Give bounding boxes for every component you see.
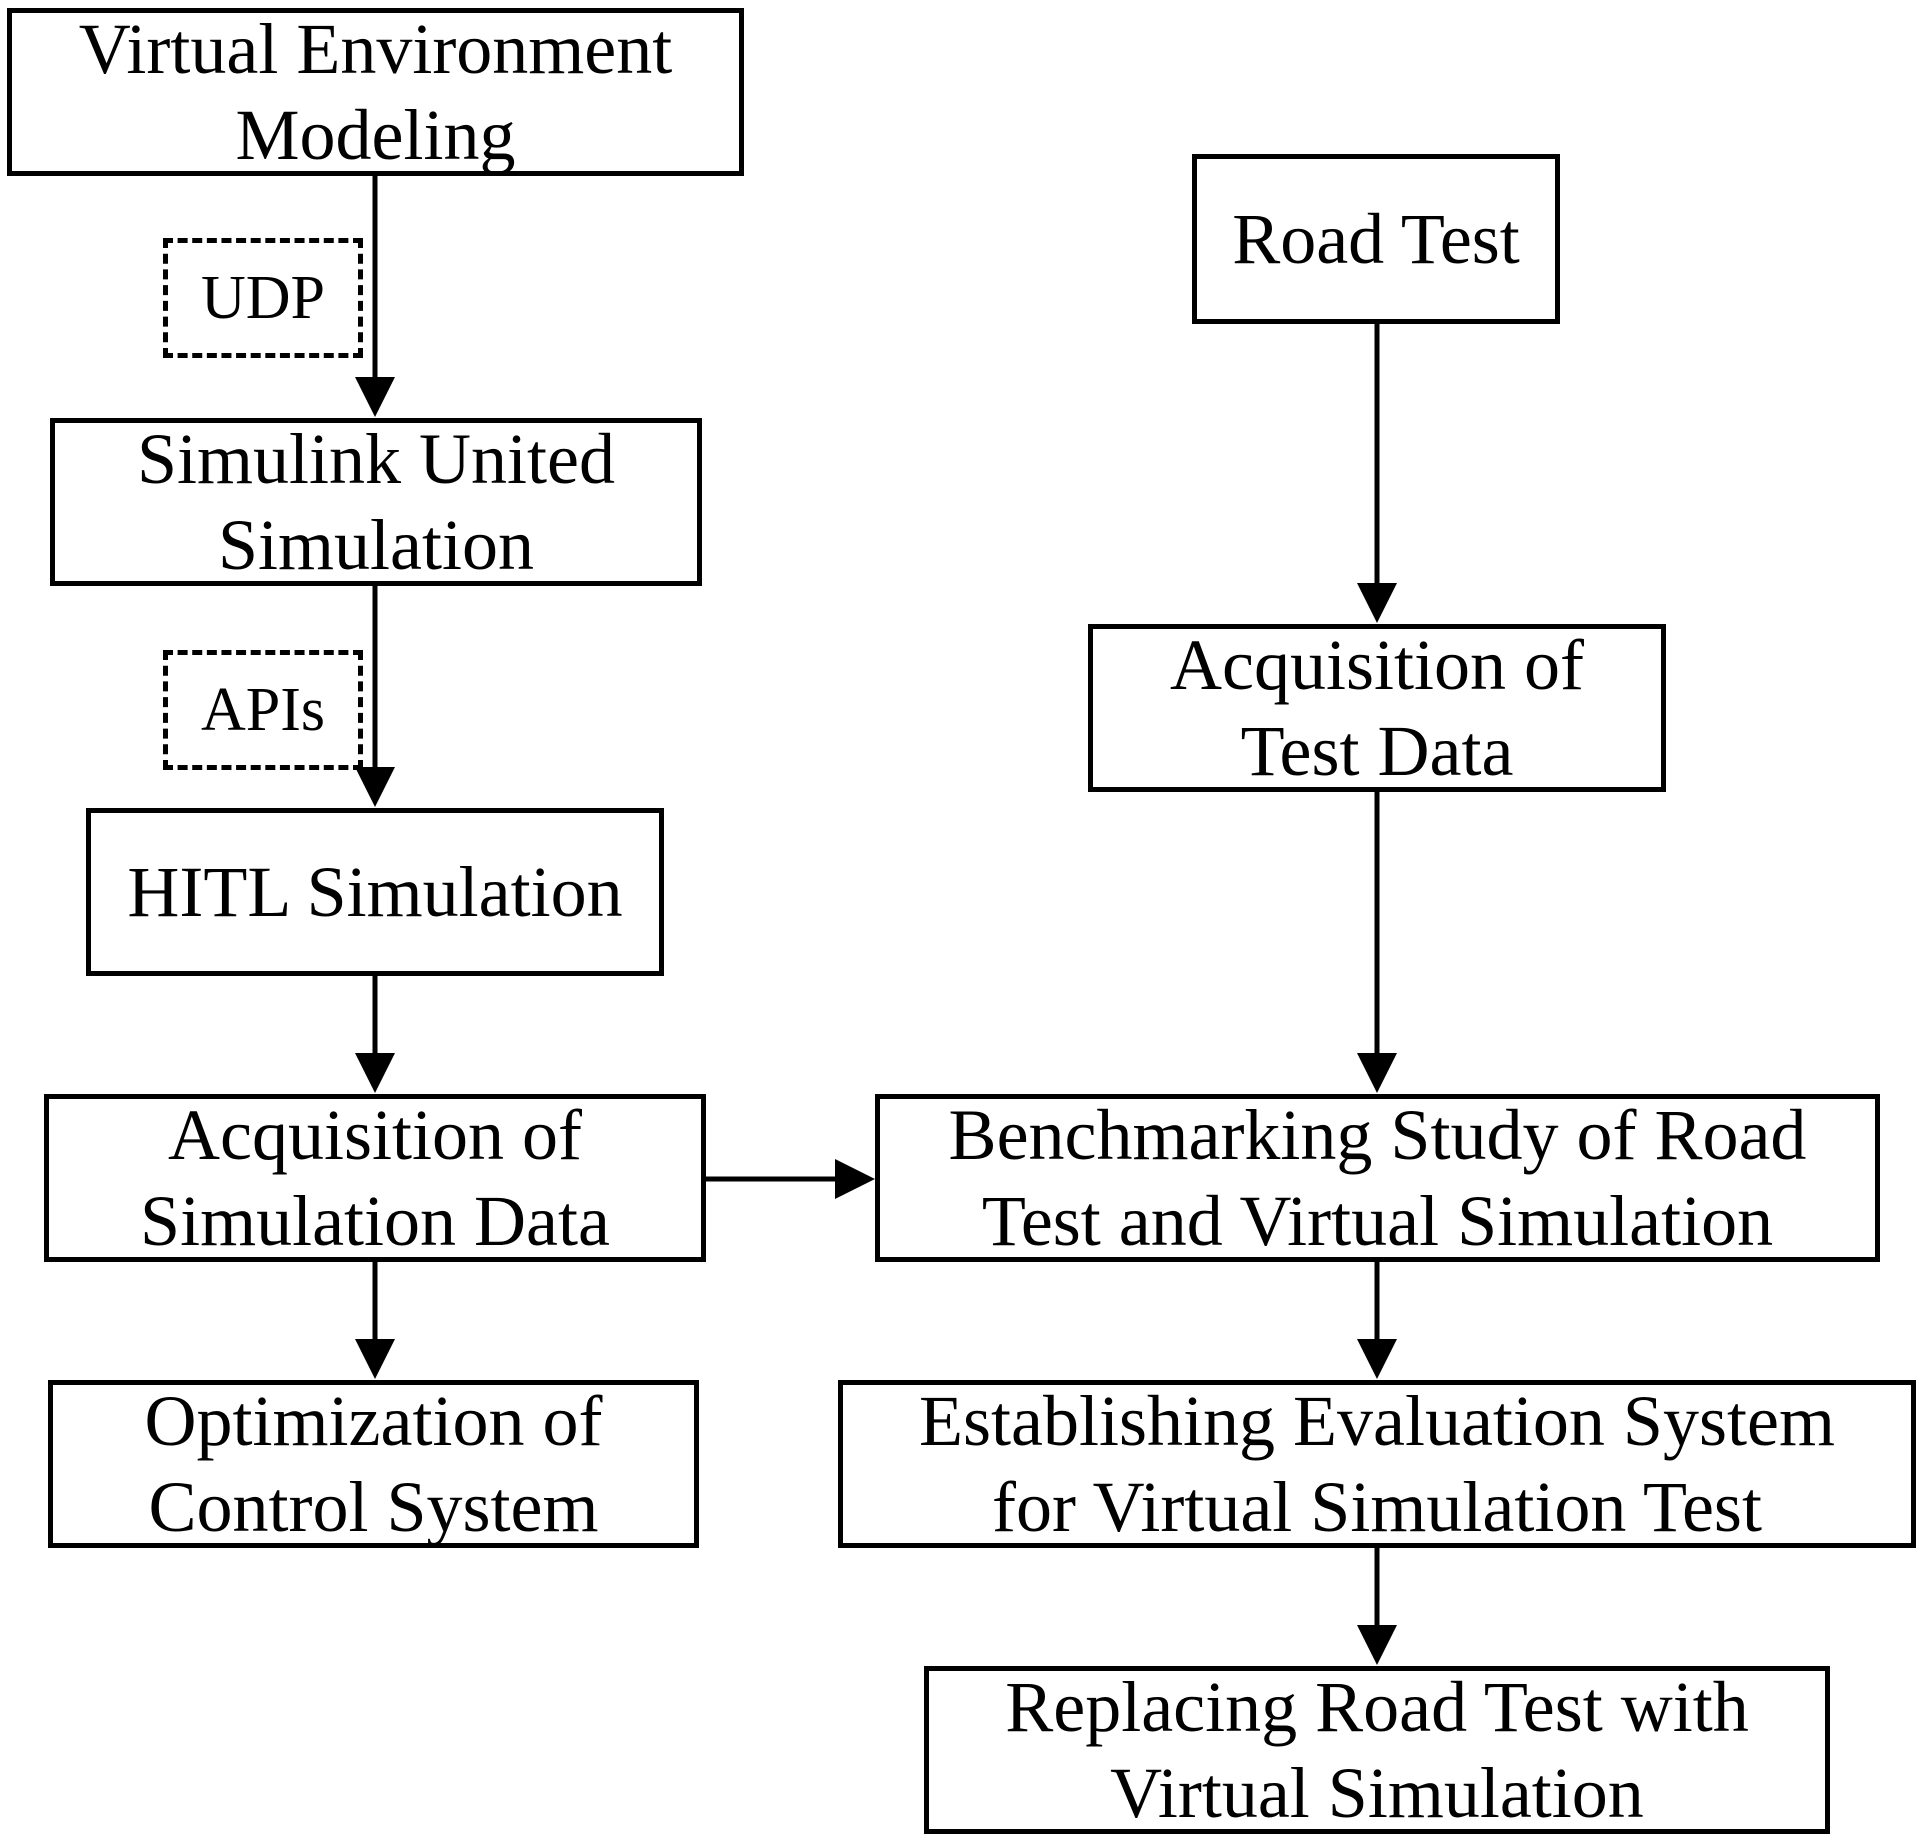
acquisition-of-test-data-line1: Acquisition of: [1170, 625, 1584, 705]
replacing-road-test-line1: Replacing Road Test with: [1005, 1667, 1749, 1747]
optimization-of-control-system-line2: Control System: [148, 1467, 599, 1547]
benchmarking-study-line1: Benchmarking Study of Road: [948, 1095, 1807, 1175]
hitl-simulation-box: HITL Simulation: [86, 808, 664, 976]
apis-label-box: APIs: [163, 650, 363, 770]
virtual-environment-modeling-box: Virtual Environment Modeling: [7, 8, 744, 176]
acquisition-of-test-data-box: Acquisition of Test Data: [1088, 624, 1666, 792]
establishing-evaluation-system-box: Establishing Evaluation System for Virtu…: [838, 1380, 1916, 1548]
acquisition-of-simulation-data-line1: Acquisition of: [168, 1095, 582, 1175]
hitl-simulation-line1: HITL Simulation: [127, 852, 623, 932]
simulink-united-simulation-line1: Simulink United: [136, 419, 616, 499]
road-test-line1: Road Test: [1232, 199, 1520, 279]
acquisition-of-test-data-line2: Test Data: [1240, 711, 1514, 791]
acquisition-of-simulation-data-box: Acquisition of Simulation Data: [44, 1094, 706, 1262]
udp-label-box: UDP: [163, 238, 363, 358]
optimization-of-control-system-box: Optimization of Control System: [48, 1380, 699, 1548]
replacing-road-test-line2: Virtual Simulation: [1110, 1753, 1644, 1833]
establishing-evaluation-system-line2: for Virtual Simulation Test: [992, 1467, 1762, 1547]
road-test-box: Road Test: [1192, 154, 1560, 324]
acquisition-of-simulation-data-line2: Simulation Data: [140, 1181, 610, 1261]
establishing-evaluation-system-line1: Establishing Evaluation System: [919, 1381, 1835, 1461]
udp-label: UDP: [200, 263, 326, 332]
simulink-united-simulation-box: Simulink United Simulation: [50, 418, 702, 586]
replacing-road-test-box: Replacing Road Test with Virtual Simulat…: [924, 1666, 1830, 1834]
virtual-environment-modeling-line1: Virtual Environment: [78, 9, 673, 89]
benchmarking-study-box: Benchmarking Study of Road Test and Virt…: [875, 1094, 1880, 1262]
virtual-environment-modeling-line2: Modeling: [235, 95, 516, 175]
optimization-of-control-system-line1: Optimization of: [144, 1381, 603, 1461]
benchmarking-study-line2: Test and Virtual Simulation: [981, 1181, 1774, 1261]
apis-label: APIs: [200, 675, 326, 744]
simulink-united-simulation-line2: Simulation: [217, 505, 535, 585]
